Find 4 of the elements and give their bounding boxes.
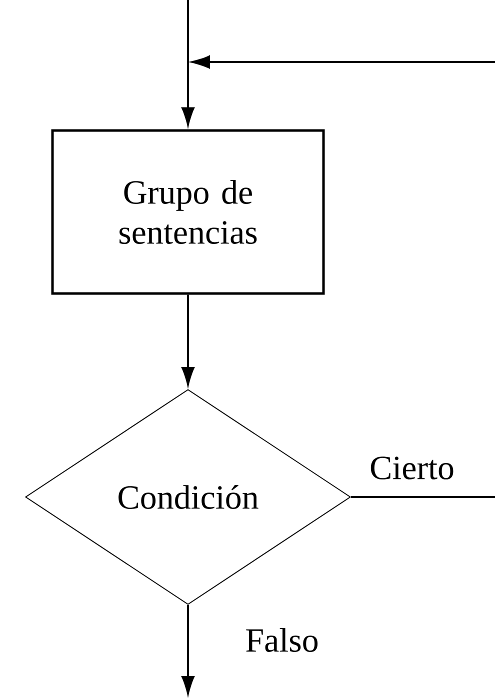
edge-label: Cierto bbox=[370, 456, 454, 480]
edge-label: Falso bbox=[246, 628, 318, 652]
arrow bbox=[192, 56, 495, 498]
process-box: Grupo de sentencias bbox=[51, 129, 325, 295]
